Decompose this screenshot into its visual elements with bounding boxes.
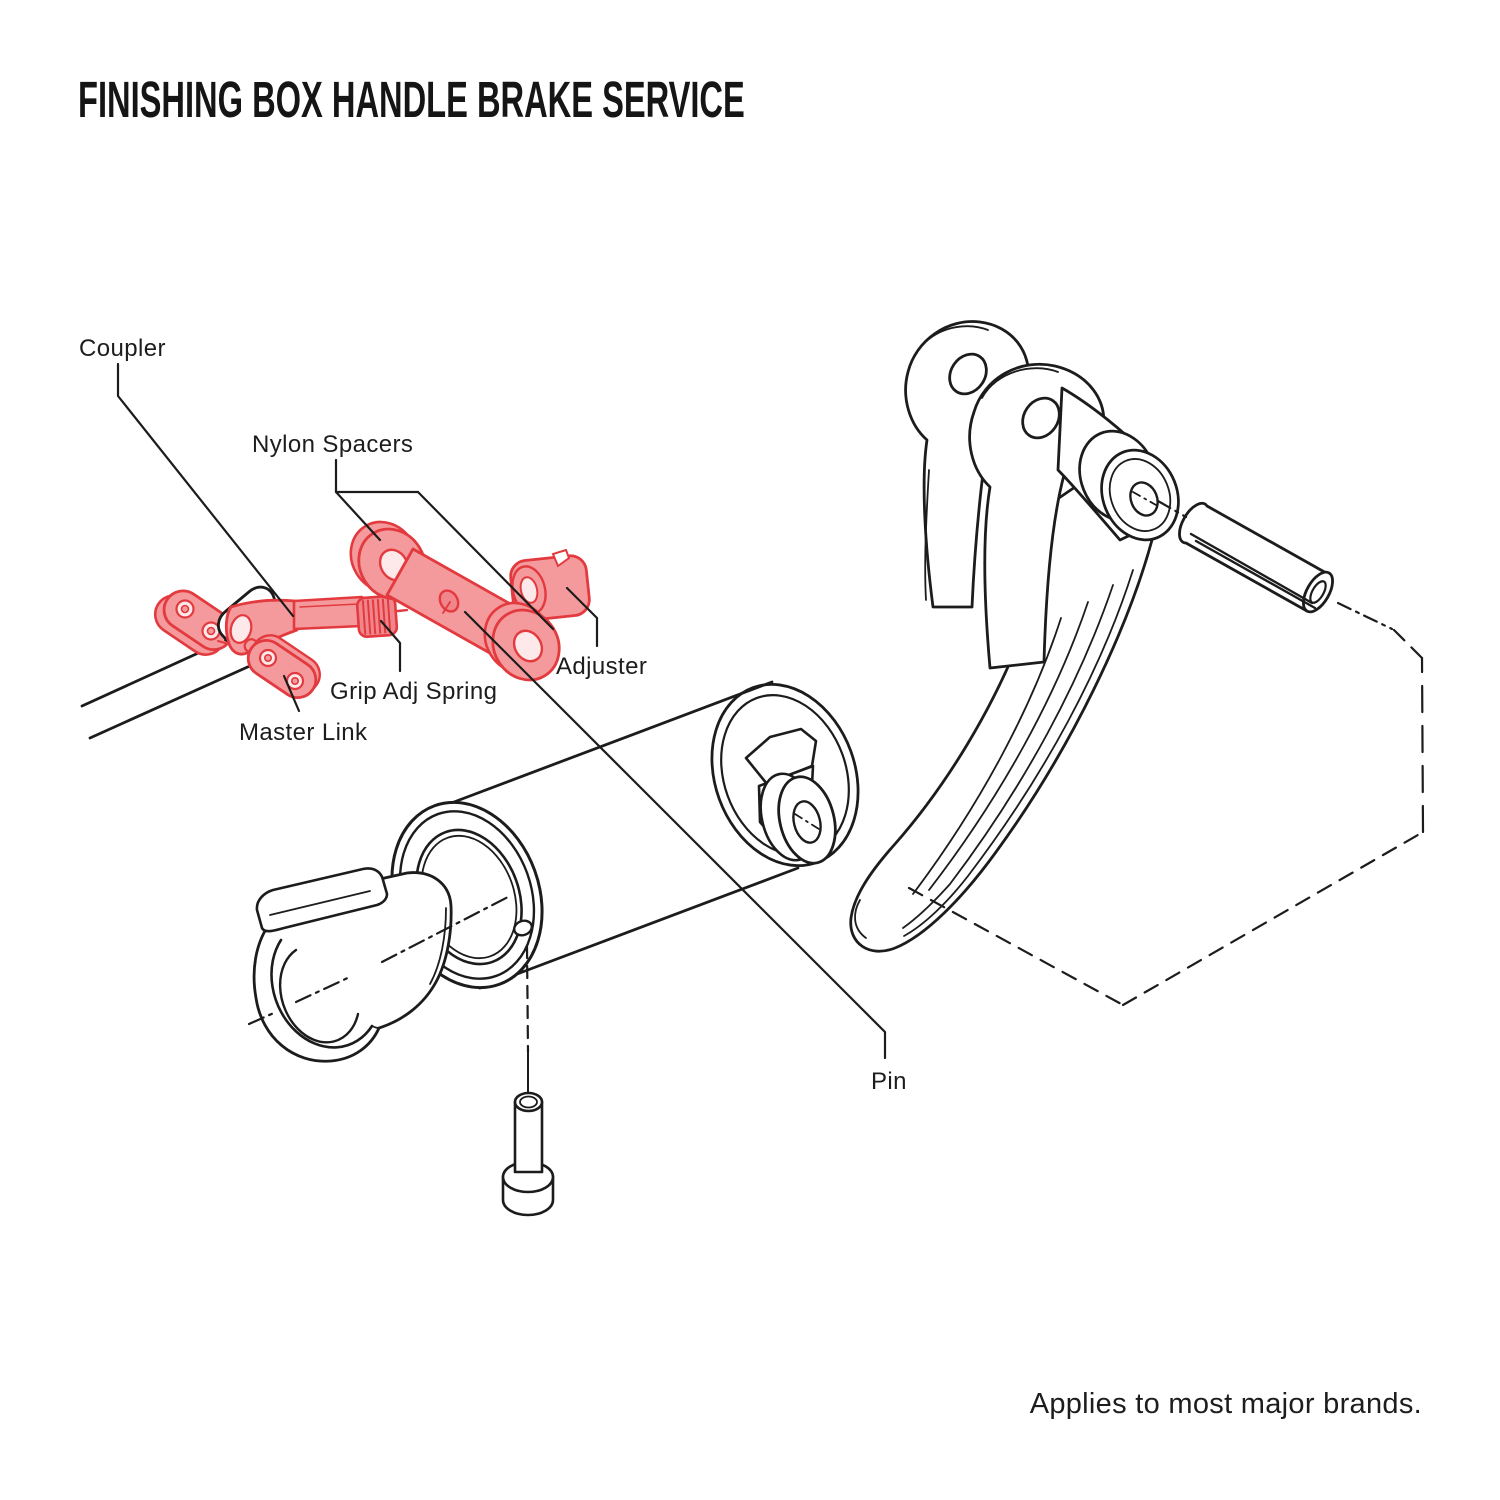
nylon-spacer-2 bbox=[483, 601, 561, 682]
label-coupler: Coupler bbox=[79, 335, 166, 362]
pin-slot bbox=[1189, 532, 1314, 605]
pin-leader bbox=[463, 610, 887, 1060]
label-nylon-spacers: Nylon Spacers bbox=[252, 431, 414, 458]
clamp-shim bbox=[247, 867, 510, 1063]
cylinder-axis-centerline bbox=[380, 895, 510, 964]
exploded-path-dashes bbox=[907, 628, 1425, 1007]
master-link bbox=[153, 589, 235, 656]
footer-note: Applies to most major brands. bbox=[1029, 1388, 1422, 1420]
front-arm-hole bbox=[1021, 396, 1061, 440]
adjuster-leader bbox=[565, 586, 599, 648]
brake-lever-blade bbox=[849, 468, 1154, 953]
highlighted-assembly bbox=[153, 520, 591, 700]
coupler-leader bbox=[116, 362, 295, 618]
label-grip-adj-spring: Grip Adj Spring bbox=[330, 678, 498, 705]
master-link-leader bbox=[282, 674, 301, 713]
label-adjuster: Adjuster bbox=[556, 653, 648, 680]
roll-pin bbox=[1178, 501, 1334, 614]
leader-lines bbox=[116, 362, 887, 1060]
mounting-bolt bbox=[501, 944, 555, 1217]
label-pin: Pin bbox=[871, 1068, 907, 1095]
bolt-shaft bbox=[513, 1100, 544, 1174]
back-arm-hole bbox=[948, 352, 988, 396]
pin-axis-centerline bbox=[1156, 499, 1394, 631]
grip-adj-spring-leader bbox=[379, 619, 402, 673]
bolt-centerline bbox=[525, 944, 530, 1054]
label-master-link: Master Link bbox=[239, 719, 368, 746]
lever-pivot-arms bbox=[904, 320, 1180, 670]
cable-lines bbox=[80, 632, 254, 740]
coupler-clevis bbox=[224, 598, 321, 700]
nylon-spacers-leader bbox=[334, 458, 420, 494]
page-title: FINISHING BOX HANDLE BRAKE SERVICE bbox=[78, 71, 745, 128]
clamp-rib bbox=[255, 867, 389, 933]
bolt-hole bbox=[513, 919, 533, 937]
perch-bracket bbox=[744, 727, 837, 865]
